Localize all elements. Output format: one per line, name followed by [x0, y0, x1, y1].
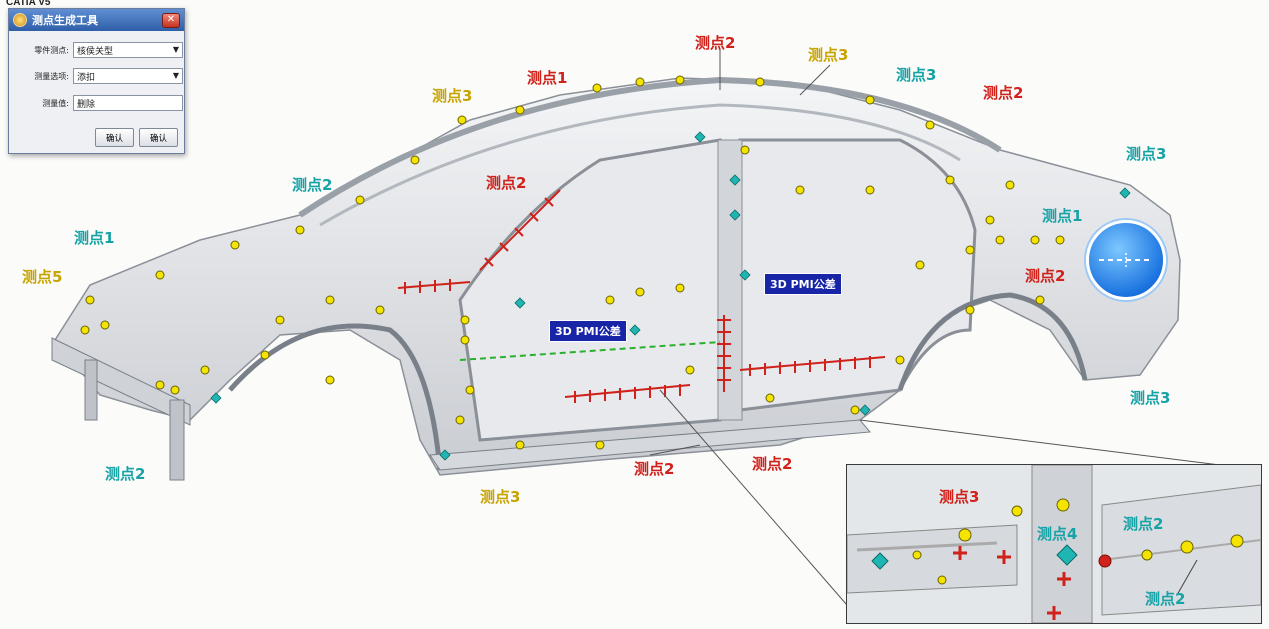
chevron-down-icon: ▼: [172, 71, 179, 80]
point-label: 测点2: [105, 465, 146, 483]
point-label: 测点2: [983, 84, 1024, 102]
measuring-points: [80, 75, 1065, 450]
dialog-title: 测点生成工具: [32, 14, 98, 27]
pmi-tolerance-tag[interactable]: 3D PMI公差: [764, 273, 842, 295]
point-label: 测点1: [1042, 207, 1083, 225]
field-label: 测量选项:: [34, 71, 69, 81]
form-row-measure-value: 测量值: 删除: [15, 95, 183, 111]
point-label: 测点1: [74, 229, 115, 247]
leader-lines: [649, 48, 1261, 621]
field-label: 零件测点:: [34, 45, 69, 55]
point-label: 测点4: [1037, 525, 1078, 543]
app-icon: [13, 13, 27, 27]
roof-rail-inner: [319, 103, 961, 227]
detail-zoom-inset: [846, 464, 1262, 624]
point-label: 测点2: [486, 174, 527, 192]
input-value: 删除: [77, 99, 96, 110]
point-label: 测点2: [1145, 590, 1186, 608]
point-label: 测点3: [1126, 145, 1167, 163]
tolerance-marks-horizontal-rear: [739, 356, 886, 376]
pmi-tolerance-tag[interactable]: 3D PMI公差: [549, 320, 627, 342]
point-label: 测点2: [752, 455, 793, 473]
crash-box-right: [169, 399, 185, 481]
point-label: 测点5: [22, 268, 63, 286]
part-points-dropdown[interactable]: 核侯关型 ▼: [73, 42, 183, 58]
point-label: 测点3: [480, 488, 521, 506]
front-door-frame: [458, 138, 722, 442]
green-dimension-line: [459, 341, 721, 361]
form-row-measure-option: 测量选项: 添扣 ▼: [15, 68, 183, 84]
tolerance-marks-horizontal-front: [564, 384, 691, 403]
field-label: 测量值:: [42, 98, 69, 108]
point-label: 测点2: [695, 34, 736, 52]
measure-point-tool-dialog[interactable]: 测点生成工具 ✕ 零件测点: 核侯关型 ▼ 测量选项: 添扣 ▼ 测量值: 删除…: [8, 8, 185, 154]
point-label: 测点3: [1130, 389, 1171, 407]
point-label: 测点1: [527, 69, 568, 87]
reference-diamonds: [210, 131, 1131, 461]
confirm-button-2[interactable]: 确认: [139, 128, 178, 147]
dialog-titlebar[interactable]: 测点生成工具 ✕: [9, 9, 184, 31]
tolerance-marks-a-pillar: [397, 189, 561, 294]
close-button[interactable]: ✕: [162, 12, 180, 28]
front-wheel-arch: [228, 323, 443, 471]
dropdown-value: 核侯关型: [77, 46, 114, 57]
point-label: 测点3: [432, 87, 473, 105]
tolerance-marks-b-pillar: [717, 315, 731, 392]
b-pillar: [717, 139, 743, 421]
point-label: 测点2: [292, 176, 333, 194]
point-label: 测点3: [939, 488, 980, 506]
roof-rail: [298, 76, 1002, 218]
measure-value-input[interactable]: 删除: [73, 95, 183, 111]
point-label: 测点2: [1025, 267, 1066, 285]
rear-wheel-arch: [897, 292, 1088, 391]
form-row-part-points: 零件测点: 核侯关型 ▼: [15, 42, 183, 58]
crash-box-left: [84, 359, 98, 421]
measure-option-dropdown[interactable]: 添扣 ▼: [73, 68, 183, 84]
point-label: 测点2: [1123, 515, 1164, 533]
side-sill: [429, 419, 871, 471]
point-label: 测点3: [808, 46, 849, 64]
app-title: CATIA V5: [6, 0, 51, 8]
rear-door-frame: [738, 138, 977, 412]
dropdown-value: 添扣: [77, 72, 96, 83]
confirm-button[interactable]: 确认: [95, 128, 134, 147]
chevron-down-icon: ▼: [172, 45, 179, 54]
view-orientation-compass[interactable]: [1086, 220, 1166, 300]
point-label: 测点2: [634, 460, 675, 478]
point-label: 测点3: [896, 66, 937, 84]
